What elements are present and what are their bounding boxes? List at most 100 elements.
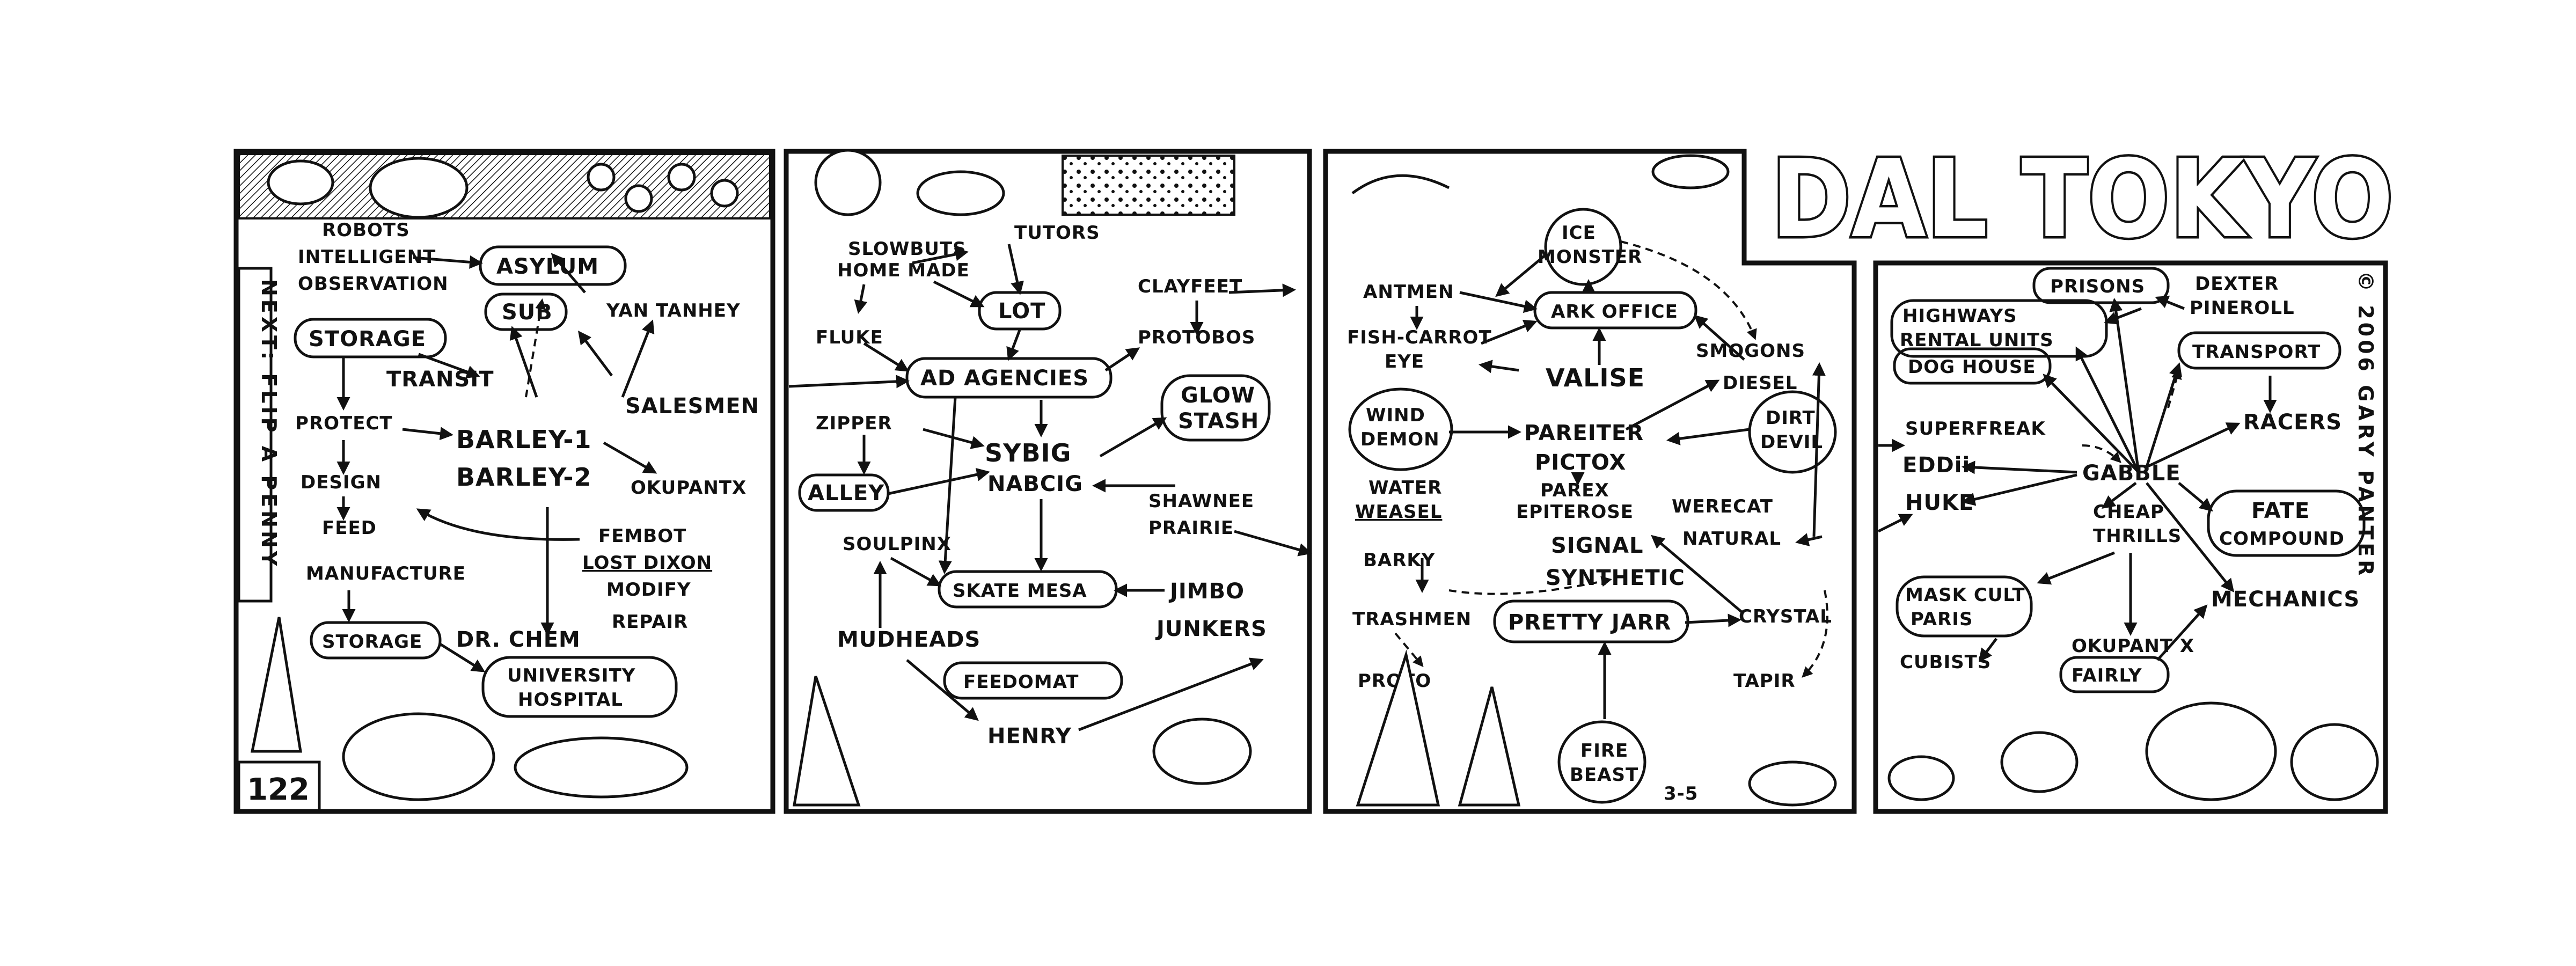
- label-dr-chem: DR. CHEM: [456, 627, 581, 652]
- label-university: UNIVERSITY: [507, 665, 635, 686]
- panel-1: NEXT: FLIP A PENNY 122 ROBOTS INTELLIGEN…: [236, 151, 773, 811]
- panel-2: SLOWBUTS HOME MADE TUTORS LOT CLAYFEET F…: [786, 150, 1309, 811]
- label-highways: HIGHWAYS: [1902, 305, 2017, 327]
- label-ad-agencies: AD AGENCIES: [920, 366, 1089, 391]
- label-storage-top: STORAGE: [309, 327, 426, 352]
- label-protect: PROTECT: [295, 413, 393, 434]
- label-clayfeet: CLAYFEET: [1138, 276, 1242, 297]
- label-trashmen: TRASHMEN: [1352, 609, 1472, 630]
- label-shawnee: SHAWNEE: [1148, 491, 1254, 512]
- label-wind: WIND: [1366, 405, 1425, 426]
- label-diesel: DIESEL: [1723, 372, 1797, 394]
- label-salesmen: SALESMEN: [625, 394, 759, 419]
- bone-icon: [515, 738, 687, 797]
- label-natural: NATURAL: [1682, 528, 1781, 550]
- shell-icon: [918, 172, 1004, 215]
- label-thrills: THRILLS: [2093, 525, 2182, 547]
- label-storage-bottom: STORAGE: [322, 631, 422, 653]
- shell-icon: [343, 714, 494, 800]
- label-jimbo: JIMBO: [1168, 579, 1245, 604]
- flower-icon: [816, 150, 880, 215]
- heart-rock-icon: [2002, 733, 2077, 792]
- label-synthetic: SYNTHETIC: [1546, 566, 1685, 590]
- label-prisons: PRISONS: [2050, 276, 2145, 297]
- label-yan-tanhey: YAN TANHEY: [606, 300, 741, 321]
- label-pretty-jarr: PRETTY JARR: [1508, 610, 1671, 635]
- label-devil: DEVIL: [1760, 431, 1823, 453]
- label-ark-office: ARK OFFICE: [1551, 301, 1678, 323]
- label-cubists: CUBISTS: [1900, 652, 1991, 673]
- strip-title: DAL TOKYO: [1771, 137, 2394, 262]
- crystal-ball-icon: [370, 158, 467, 217]
- label-soulpinx: SOULPINX: [843, 533, 952, 555]
- label-robots: ROBOTS: [322, 219, 410, 241]
- label-crystal: CRYSTAL: [1739, 606, 1832, 627]
- panel-4: © 2006 GARY PANTER PRISONS DEXTER PINERO…: [1876, 263, 2385, 811]
- label-lost-dixon: LOST DIXON: [582, 552, 712, 574]
- label-fluke: FLUKE: [816, 327, 883, 348]
- label-monster: MONSTER: [1538, 246, 1642, 268]
- label-epiterose: EPITEROSE: [1516, 501, 1634, 523]
- label-fembot: FEMBOT: [598, 525, 686, 547]
- coin-icon: [588, 164, 614, 190]
- label-mask-cult: MASK CULT: [1905, 584, 2025, 606]
- label-compound: COMPOUND: [2219, 528, 2345, 550]
- label-eddii: EDDii: [1902, 453, 1970, 478]
- label-dirt: DIRT: [1766, 407, 1816, 429]
- label-barley-1: BARLEY-1: [456, 425, 591, 454]
- label-pareiter: PAREITER: [1524, 421, 1644, 445]
- label-home-made: HOME MADE: [837, 260, 970, 281]
- label-parex: PAREX: [1540, 480, 1609, 501]
- dotted-rock-icon: [1063, 156, 1234, 215]
- label-manufacture: MANUFACTURE: [306, 563, 466, 584]
- label-hospital: HOSPITAL: [518, 689, 623, 711]
- label-smogons: SMOGONS: [1696, 340, 1805, 362]
- title-text: DAL TOKYO: [1771, 137, 2394, 262]
- label-barley-2: BARLEY-2: [456, 463, 591, 492]
- coin-icon: [626, 186, 652, 211]
- label-transit: TRANSIT: [386, 367, 494, 392]
- label-lot: LOT: [998, 299, 1045, 324]
- label-cheap: CHEAP: [2093, 501, 2164, 523]
- label-dog-house: DOG HOUSE: [1908, 356, 2036, 378]
- label-paris: PARIS: [1911, 609, 1973, 630]
- label-design: DESIGN: [301, 472, 382, 493]
- label-werecat: WERECAT: [1672, 496, 1773, 517]
- label-eye: EYE: [1385, 351, 1424, 372]
- label-glow: GLOW: [1181, 383, 1255, 408]
- label-valise: VALISE: [1546, 363, 1645, 392]
- label-ice: ICE: [1562, 222, 1596, 244]
- panel-1-top-decoration: [239, 154, 770, 218]
- label-demon: DEMON: [1360, 429, 1440, 450]
- coin-icon: [712, 180, 737, 206]
- label-racers: RACERS: [2243, 410, 2342, 435]
- label-tutors: TUTORS: [1014, 222, 1100, 244]
- shell-icon: [268, 161, 333, 204]
- label-feedomat: FEEDOMAT: [963, 671, 1079, 693]
- label-transport: TRANSPORT: [2192, 341, 2321, 363]
- coin-icon: [669, 164, 694, 190]
- label-weasel: WEASEL: [1355, 501, 1442, 523]
- label-mudheads: MUDHEADS: [837, 627, 980, 652]
- snail-icon: [1889, 757, 1953, 800]
- label-pineroll: PINEROLL: [2190, 297, 2295, 319]
- label-stash: STASH: [1178, 409, 1259, 434]
- label-huke: HUKE: [1905, 491, 1974, 515]
- label-okupantx: OKUPANTX: [631, 477, 747, 499]
- label-fire: FIRE: [1580, 740, 1628, 762]
- label-repair: REPAIR: [612, 611, 688, 633]
- label-observation: OBSERVATION: [298, 273, 449, 295]
- label-prairie: PRAIRIE: [1148, 517, 1234, 539]
- shell-icon: [2147, 703, 2275, 800]
- label-fish-carrot: FISH-CARROT: [1347, 327, 1492, 348]
- date-mark: 3-5: [1664, 783, 1698, 804]
- shell-icon: [2292, 724, 2377, 800]
- label-superfreak: SUPERFREAK: [1905, 418, 2046, 440]
- label-tapir: TAPIR: [1733, 670, 1796, 692]
- label-sybig: SYBIG: [985, 438, 1071, 467]
- label-barky: BARKY: [1363, 550, 1435, 571]
- label-henry: HENRY: [987, 724, 1072, 749]
- shell-icon: [1154, 719, 1250, 784]
- next-note: NEXT: FLIP A PENNY: [257, 279, 281, 569]
- label-feed: FEED: [322, 517, 377, 539]
